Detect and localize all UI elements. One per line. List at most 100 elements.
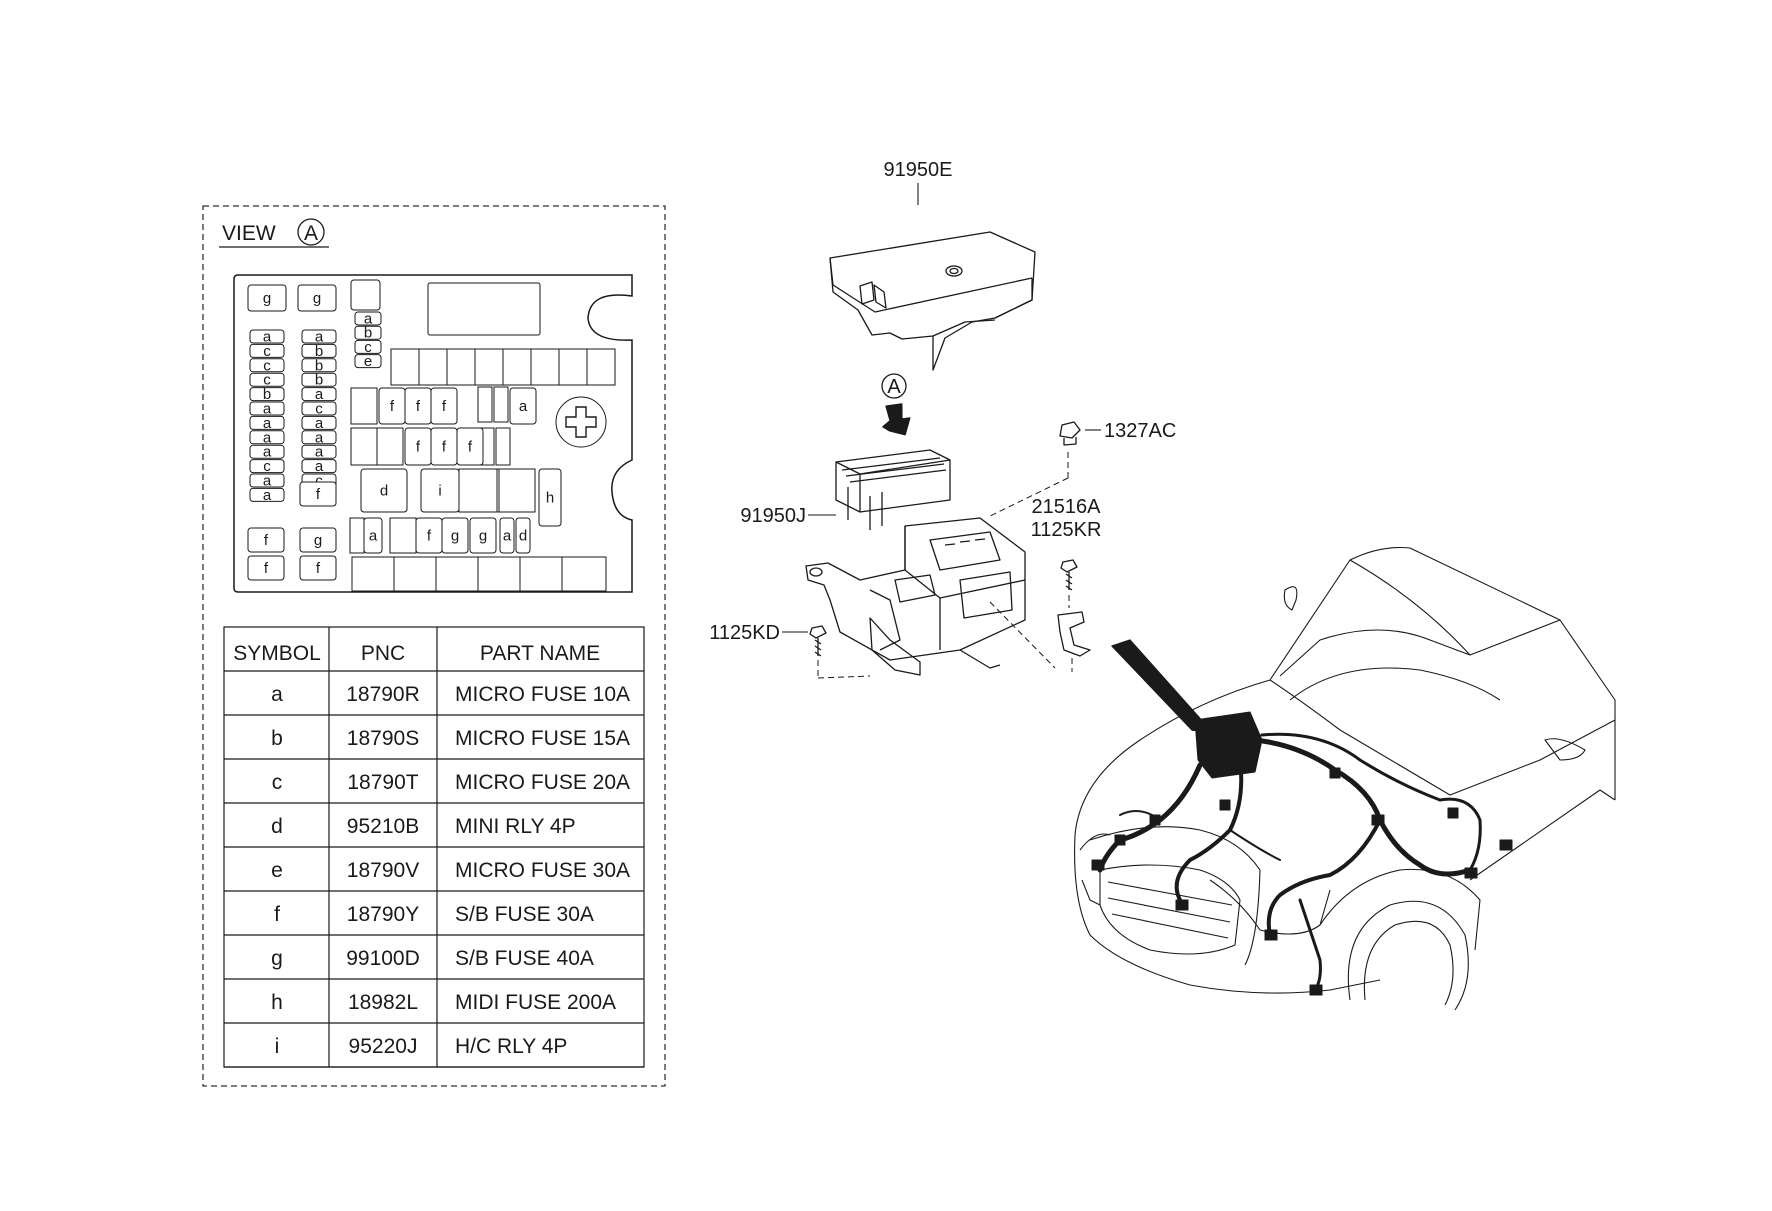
fuse-box-cover — [829, 231, 1036, 371]
fuse-slot-symbol: g — [314, 532, 322, 549]
cell-pnc: 99100D — [346, 947, 420, 970]
view-marker: A — [304, 222, 318, 245]
fuse-slot-symbol: a — [315, 444, 324, 461]
fuse-slot: i — [420, 468, 460, 513]
fuse-slot: e — [354, 353, 382, 370]
fuse-slot-symbol: c — [263, 343, 271, 360]
view-panel-border — [202, 205, 666, 1087]
cell-part-name: MICRO FUSE 10A — [455, 683, 630, 706]
fuse-slot-symbol: a — [315, 329, 324, 346]
fuse-box-outline — [233, 274, 633, 593]
fuse-slot-symbol: a — [503, 528, 512, 545]
table-header-pnc: PNC — [361, 642, 405, 665]
fuse-slot: a — [249, 487, 285, 504]
fuse-slot-symbol: f — [316, 486, 321, 503]
cell-part-name: MICRO FUSE 20A — [455, 771, 630, 794]
fuse-slot-symbol: a — [315, 415, 324, 432]
label-bracket: 21516A — [1032, 496, 1102, 518]
fuse-slot: h — [538, 468, 562, 527]
fuse-slot-symbol: a — [263, 429, 272, 446]
fuse-slot: c — [301, 401, 337, 418]
fuse-slot-symbol: f — [442, 439, 447, 456]
fuse-slot-symbol: h — [546, 490, 554, 507]
fuse-slot-symbol: a — [364, 311, 373, 328]
fuse-slot: g — [469, 517, 497, 554]
fuse-slot: a — [301, 415, 337, 432]
nut-1327ac — [989, 421, 1081, 517]
callout-a: A — [881, 373, 911, 436]
fuse-slot-symbol: a — [315, 386, 324, 403]
cell-part-name: MICRO FUSE 30A — [455, 859, 630, 882]
fuse-slot-symbol: e — [364, 353, 372, 370]
cell-symbol: d — [271, 815, 283, 838]
fuse-slot-symbol: f — [264, 560, 269, 577]
table-row: c 18790T MICRO FUSE 20A — [272, 771, 630, 794]
fuse-slot: a — [301, 386, 337, 403]
fuse-slot: c — [249, 372, 285, 389]
fuse-slot-symbol: a — [519, 398, 528, 415]
cell-pnc: 95220J — [349, 1035, 418, 1058]
cell-symbol: h — [271, 991, 283, 1014]
fuse-slot: a — [249, 429, 285, 446]
fuse-slot-layer: ggacccbaaaacaaabbbacaaaacbabcefffafffdih… — [247, 284, 562, 581]
fuse-slot: b — [301, 343, 337, 360]
fuse-slot-symbol: f — [442, 398, 447, 415]
fuse-slot: a — [301, 444, 337, 461]
view-label: VIEW — [222, 222, 276, 245]
bolt-1125kd — [809, 625, 871, 679]
label-cover: 91950E — [884, 159, 953, 181]
fuse-box-grid — [349, 279, 616, 592]
fuse-slot: f — [430, 387, 458, 425]
fuse-slot: f — [299, 555, 337, 581]
part-labels: 91950E 1327AC 21516A 1125KR 91950J 1125K… — [709, 159, 1176, 644]
cell-pnc: 18790R — [346, 683, 420, 706]
fuse-slot: c — [249, 343, 285, 360]
wiring-harness — [1091, 711, 1513, 996]
fuse-slot: a — [249, 444, 285, 461]
fuse-slot: c — [249, 357, 285, 374]
fuse-slot-symbol: g — [263, 290, 271, 307]
fuse-slot: b — [301, 357, 337, 374]
cell-pnc: 18790T — [347, 771, 418, 794]
fuse-slot-symbol: i — [438, 483, 441, 500]
fuse-slot: f — [456, 427, 484, 466]
fuse-slot: g — [299, 527, 337, 553]
cell-symbol: e — [271, 859, 283, 882]
fuse-box-on-vehicle — [1194, 711, 1263, 779]
view-a-panel: VIEW A ggacccbaaaacaaabbbacaaaacbab — [202, 205, 666, 1087]
pointer-wedge — [1111, 639, 1206, 732]
fuse-slot: a — [301, 329, 337, 346]
fuse-slot: a — [499, 517, 515, 554]
label-box: 91950J — [740, 505, 806, 527]
cell-part-name: MINI RLY 4P — [455, 815, 576, 838]
fuse-slot-symbol: a — [263, 473, 272, 490]
fuse-slot: g — [297, 284, 337, 312]
cell-part-name: S/B FUSE 30A — [455, 903, 594, 926]
table-header-symbol: SYMBOL — [233, 642, 321, 665]
fuse-slot: f — [430, 427, 458, 466]
fuse-slot-symbol: g — [479, 528, 487, 545]
fuse-slot-symbol: f — [390, 398, 395, 415]
table-row: d 95210B MINI RLY 4P — [271, 815, 575, 838]
fuse-slot: c — [249, 458, 285, 475]
cell-pnc: 95210B — [347, 815, 419, 838]
fuse-slot-symbol: b — [263, 386, 271, 403]
fuse-slot-symbol: c — [364, 339, 372, 356]
view-marker-circle — [297, 218, 325, 246]
fuse-slot: d — [515, 517, 531, 554]
cell-symbol: c — [272, 771, 283, 794]
fuse-slot: c — [354, 339, 382, 356]
callout-a-marker: A — [887, 376, 901, 398]
fuse-slot-symbol: a — [369, 528, 378, 545]
fuse-slot: f — [247, 555, 285, 581]
fuse-slot-symbol: b — [315, 343, 323, 360]
fuse-slot: f — [247, 527, 285, 553]
cell-pnc: 18790Y — [347, 903, 419, 926]
down-arrow-icon — [882, 403, 911, 436]
fuse-slot-symbol: c — [263, 357, 271, 374]
fuse-slot: b — [249, 386, 285, 403]
